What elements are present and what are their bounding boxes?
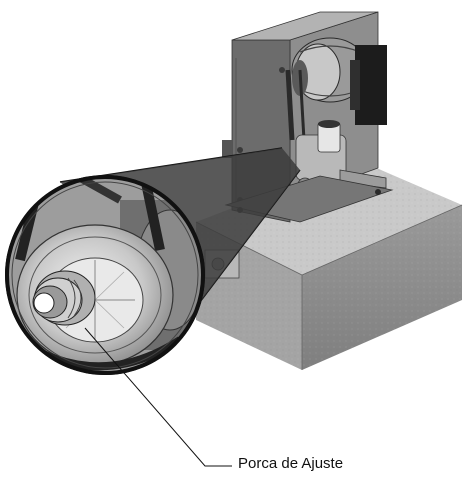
callout-leader-line bbox=[84, 327, 232, 467]
callout-label-adjusting-nut: Porca de Ajuste bbox=[238, 455, 344, 472]
adjusting-nut-icon bbox=[32, 270, 96, 326]
concrete-base bbox=[195, 160, 463, 370]
electric-motor-icon bbox=[291, 37, 387, 125]
detail-magnifier bbox=[5, 175, 205, 375]
